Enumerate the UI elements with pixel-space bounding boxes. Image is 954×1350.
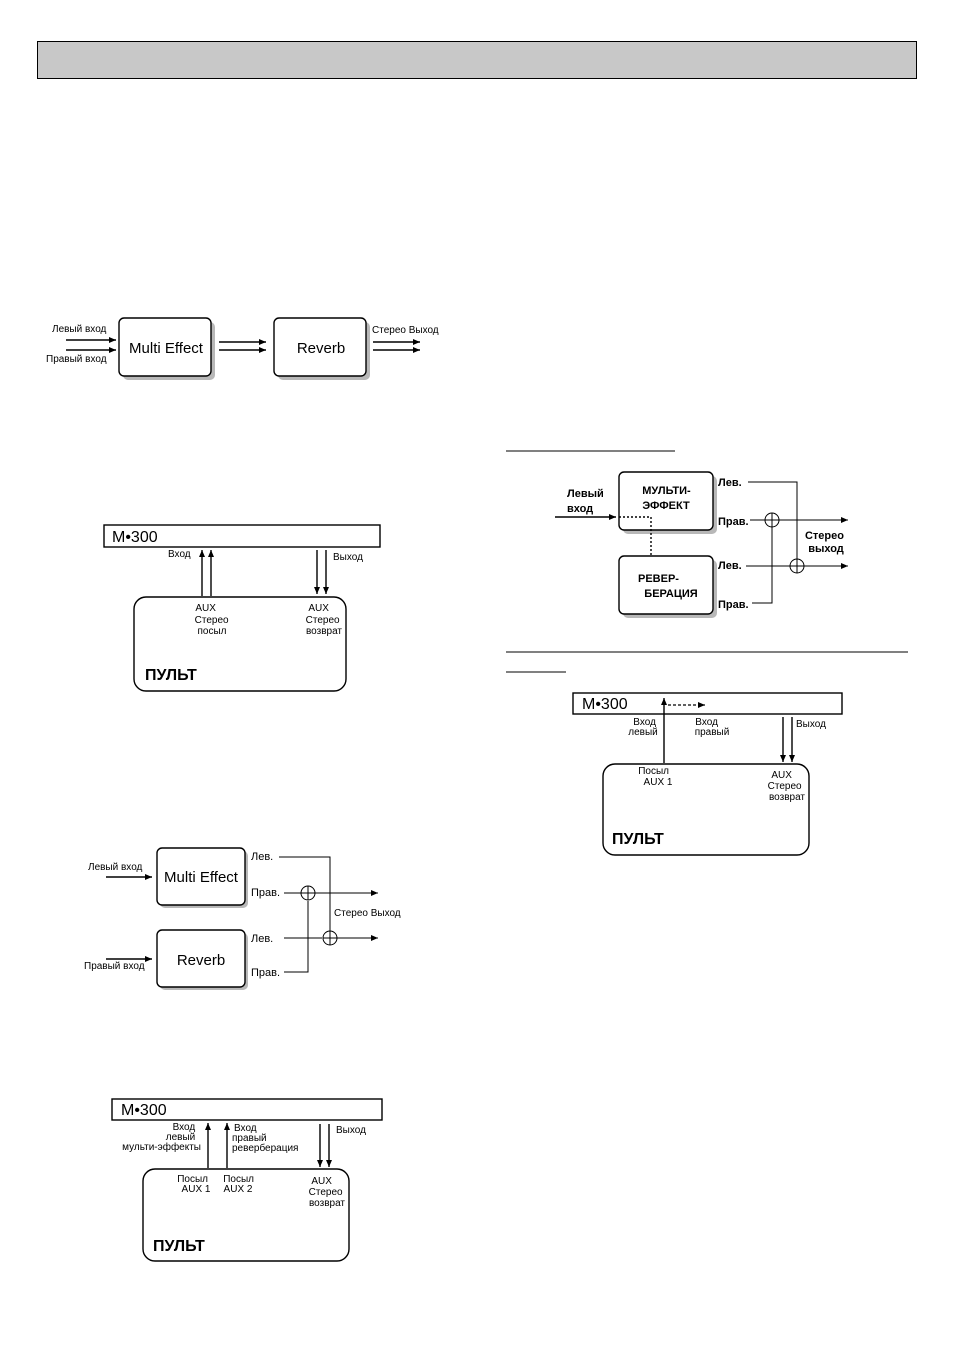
one-aux-device-name: M•300 xyxy=(582,696,628,713)
two-aux-console-box xyxy=(142,1168,350,1262)
two-aux-send1-text: Посыл AUX 1 xyxy=(177,1174,211,1195)
cascade-prav2-label: Прав. xyxy=(718,599,749,611)
two-aux-console-label: ПУЛЬТ xyxy=(153,1238,205,1255)
parallel-reverb-label: Reverb xyxy=(177,952,225,969)
parallel-prav1-label: Прав. xyxy=(251,887,280,899)
diagram-one-aux: M•300 Вход левый Вход правый Выход Посыл… xyxy=(572,692,843,856)
two-aux-device-name: M•300 xyxy=(121,1102,167,1119)
one-aux-in-left-text: Вход левый xyxy=(628,717,658,738)
parallel-left1-route xyxy=(279,856,331,931)
serial-multi-effect-label: Multi Effect xyxy=(129,340,204,357)
cascade-right2-route xyxy=(752,527,773,604)
parallel-right-input-label: Правый вход xyxy=(84,961,145,972)
diagram-stereo-aux: M•300 Вход Выход AUX Стерео посыл AUX Ст… xyxy=(103,524,381,692)
one-aux-out-label: Выход xyxy=(796,719,826,730)
cascade-reverb-text: РЕВЕР- БЕРАЦИЯ xyxy=(638,573,698,600)
parallel-lev2-label: Лев. xyxy=(251,933,273,945)
cascade-left-input-text: Левый вход xyxy=(567,488,607,515)
parallel-left-input-label: Левый вход xyxy=(88,862,143,873)
parallel-multi-effect-label: Multi Effect xyxy=(164,869,239,886)
two-aux-return-text: AUX Стерео возврат xyxy=(309,1176,346,1209)
two-aux-in-left-text: Вход левый мульти-эффекты xyxy=(122,1122,201,1153)
one-aux-send-text: Посыл AUX 1 xyxy=(638,766,673,788)
cascade-multi-effect-box xyxy=(618,471,714,531)
cascade-lev1-label: Лев. xyxy=(718,477,742,489)
diagram-cascade: Левый вход МУЛЬТИ- ЭФФЕКТ РЕВЕР- БЕРАЦИЯ… xyxy=(555,471,848,618)
cascade-reverb-box xyxy=(618,555,714,615)
diagram-parallel: Левый вход Multi Effect Правый вход Reve… xyxy=(84,847,401,990)
cascade-prav1-label: Прав. xyxy=(718,516,749,528)
stereo-aux-out-label: Выход xyxy=(333,552,363,563)
two-aux-send2-text: Посыл AUX 2 xyxy=(223,1174,257,1195)
diagram-serial-chain: Левый вход Правый вход Multi Effect Reve… xyxy=(46,317,439,380)
serial-stereo-output-label: Стерео Выход xyxy=(372,325,439,336)
stereo-aux-device-bar xyxy=(103,524,381,548)
one-aux-console-label: ПУЛЬТ xyxy=(612,831,664,848)
parallel-right2-route xyxy=(284,901,309,973)
serial-multi-effect-box xyxy=(118,317,212,377)
parallel-lev1-label: Лев. xyxy=(251,851,273,863)
parallel-prav2-label: Прав. xyxy=(251,967,280,979)
header-bar xyxy=(37,41,917,79)
cascade-lev2-label: Лев. xyxy=(718,560,742,572)
two-aux-in-right-text: Вход правый реверберация xyxy=(232,1123,298,1154)
stereo-aux-console-label: ПУЛЬТ xyxy=(145,667,197,684)
diagram-two-aux: M•300 Вход левый мульти-эффекты Вход пра… xyxy=(111,1098,383,1262)
two-aux-out-label: Выход xyxy=(336,1125,366,1136)
serial-right-input-label: Правый вход xyxy=(46,354,107,365)
parallel-reverb-box xyxy=(156,929,246,988)
serial-reverb-box xyxy=(273,317,367,377)
cascade-dotted-link xyxy=(619,516,654,566)
cascade-left1-route xyxy=(748,481,798,559)
serial-left-input-label: Левый вход xyxy=(52,324,107,335)
serial-reverb-label: Reverb xyxy=(297,340,345,357)
one-aux-return-text: AUX Стерео возврат xyxy=(768,770,806,803)
two-aux-device-bar xyxy=(111,1098,383,1121)
stereo-aux-console-box xyxy=(133,596,347,692)
parallel-multi-effect-box xyxy=(156,847,246,906)
stereo-aux-send-text: AUX Стерео посыл xyxy=(195,603,232,637)
stereo-aux-device-name: M•300 xyxy=(112,529,158,546)
stereo-aux-return-text: AUX Стерео возврат xyxy=(306,603,343,637)
cascade-multi-effect-text: МУЛЬТИ- ЭФФЕКТ xyxy=(642,485,693,512)
stereo-aux-in-label: Вход xyxy=(168,549,191,560)
parallel-stereo-output-label: Стерео Выход xyxy=(334,908,401,919)
one-aux-in-right-text: Вход правый xyxy=(695,717,730,738)
cascade-stereo-output-text: Стерео выход xyxy=(805,530,847,555)
one-aux-device-bar xyxy=(572,692,843,715)
one-aux-console-box xyxy=(602,763,810,856)
